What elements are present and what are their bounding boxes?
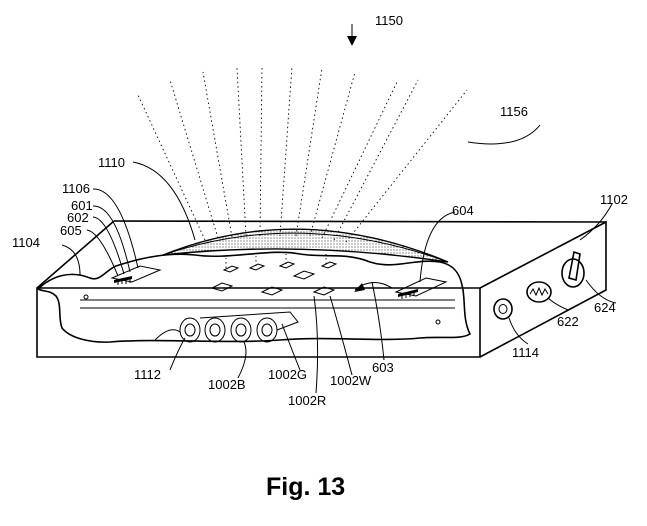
arrow-1150 xyxy=(347,24,357,46)
label-1112: 1112 xyxy=(134,367,161,382)
label-1002R: 1002R xyxy=(288,393,326,408)
right-board xyxy=(394,277,448,299)
label-1156: 1156 xyxy=(500,104,528,119)
label-1114: 1114 xyxy=(512,345,539,360)
label-603: 603 xyxy=(372,360,394,375)
side-controls xyxy=(493,250,585,320)
label-622: 622 xyxy=(557,314,579,329)
led-emitters xyxy=(210,254,338,296)
label-1102: 1102 xyxy=(600,192,628,207)
label-624: 624 xyxy=(594,300,616,315)
label-1002B: 1002B xyxy=(208,377,246,392)
label-604: 604 xyxy=(452,203,474,218)
arrow-603 xyxy=(354,282,393,292)
label-1002G: 1002G xyxy=(268,367,307,382)
leader-lines xyxy=(61,161,617,394)
figure-caption: Fig. 13 xyxy=(266,473,345,501)
left-board xyxy=(110,265,162,285)
label-1110: 1110 xyxy=(98,155,125,170)
label-1002W: 1002W xyxy=(330,373,372,388)
light-rays xyxy=(137,65,468,243)
arc-1156 xyxy=(467,124,541,145)
label-601: 601 xyxy=(71,198,93,213)
label-602: 602 xyxy=(67,210,89,225)
screw-left xyxy=(83,294,89,300)
label-1150: 1150 xyxy=(375,13,403,28)
cutaway-edge xyxy=(37,251,472,343)
lamp-cylinders xyxy=(154,311,299,343)
label-605: 605 xyxy=(60,223,82,238)
screw-right xyxy=(435,319,441,325)
label-1106: 1106 xyxy=(62,181,90,196)
lens-dome xyxy=(162,228,449,263)
label-1104: 1104 xyxy=(12,235,40,250)
